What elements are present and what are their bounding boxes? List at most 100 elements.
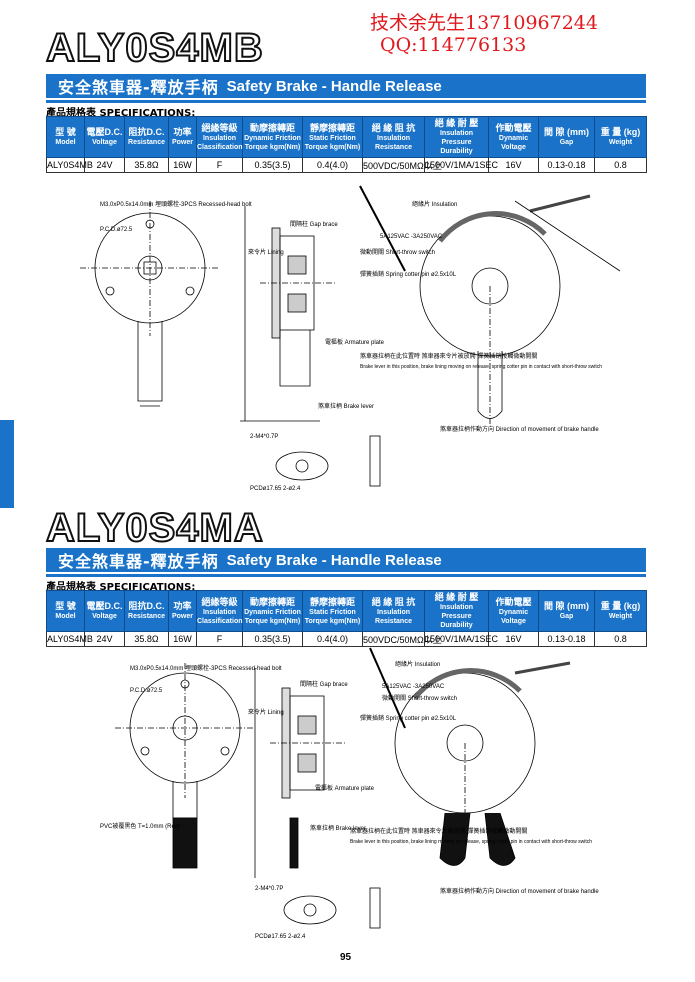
spec-title-1: 產品規格表 SPECIFICATIONS: — [46, 108, 196, 119]
spec-header-en: Weight — [608, 139, 633, 146]
label-spring-pin-1: 彈簧插銷 Spring cotter pin ø2.5x10L — [360, 270, 457, 278]
label-armature-2: 電樞板 Armature plate — [315, 784, 375, 792]
spec-header-cn: 重 量 (kg) — [600, 127, 641, 137]
spec-header-cell: 阻抗D.C. Resistance — [124, 116, 169, 158]
label-lever-note-en-2: Brake lever in this position, brake lini… — [350, 839, 592, 845]
watermark-line-2: QQ:114776133 — [380, 34, 527, 56]
spec-header-cn: 電壓D.C. — [86, 127, 123, 137]
spec-header-en: Insulation Resistance — [375, 134, 412, 151]
spec-header-en: Resistance — [128, 139, 165, 146]
spec-header-en: Gap — [559, 139, 574, 146]
spec-header-en: Insulation Pressure Durability — [439, 604, 474, 629]
spec-header-cn: 絕 緣 耐 壓 — [434, 592, 479, 602]
spec-data-cell: F — [196, 157, 243, 173]
spec-header-en: Static Friction Torque kgm(Nm) — [304, 134, 361, 151]
spec-header-cn: 動摩擦轉距 — [249, 596, 295, 607]
spec-header-cn: 絕 緣 耐 壓 — [434, 118, 479, 128]
spec-header-cell: 電壓D.C. Voltage — [84, 116, 125, 158]
spec-header-cn: 功率 — [173, 127, 192, 137]
spec-data-cell: 1500V/1MA/1SEC — [424, 631, 498, 647]
spec-header-cn: 阻抗D.C. — [128, 601, 165, 611]
spec-header-en: Weight — [608, 613, 633, 620]
spec-header-en: Voltage — [92, 139, 117, 146]
label-armature-1: 電樞板 Armature plate — [325, 338, 385, 346]
spec-table-1: 型 號 Model 電壓D.C. Voltage 阻抗D.C. Resistance 功率 P… — [46, 116, 647, 173]
technical-drawing-1: M3.0xP0.5x14.0mm 埋頭螺栓-3PCS Recessed-head… — [60, 176, 680, 498]
spec-header-cell: 重 量 (kg) Weight — [594, 116, 647, 158]
spec-header-en: Gap — [559, 613, 574, 620]
spec-data-cell: 16W — [168, 631, 197, 647]
label-gap-brace-2: 間隔柱 Gap brace — [300, 680, 348, 688]
spec-header-cn: 絕緣等級 — [201, 122, 238, 133]
spec-header-en: Model — [55, 139, 76, 146]
spec-header-en: Power — [171, 139, 193, 146]
label-rating-1: 5A125VAC -3A250VAC — [380, 234, 443, 240]
spec-header-cell: 型 號 Model — [46, 116, 85, 158]
spec-header-en: Power — [171, 613, 193, 620]
label-insulation-2: 絕緣片 Insulation — [395, 660, 440, 668]
label-pcd2-1: PCDø17.65 2-ø2.4 — [250, 486, 301, 492]
label-lever-note-cn-1: 煞車器拉柄在此位置時 煞車器來令片被放開 彈簧插銷按觸微動開關 — [360, 352, 537, 360]
spec-header-cn: 重 量 (kg) — [600, 601, 641, 611]
banner-en: Safety Brake - Handle Release — [226, 551, 442, 569]
spec-header-cn: 間 隙 (mm) — [543, 127, 589, 137]
spec-data-cell: 35.8Ω — [124, 631, 169, 647]
page-number: 95 — [340, 952, 352, 963]
spec-title-2: 產品規格表 SPECIFICATIONS: — [46, 582, 196, 593]
spec-data-cell: 0.13-0.18 — [538, 631, 595, 647]
spec-header-en: Dynamic Friction Torque kgm(Nm) — [244, 134, 301, 151]
watermark-line-1: 技术余先生13710967244 — [370, 12, 598, 34]
label-bolt-2: M3.0xP0.5x14.0mm 埋頭螺栓-3PCS Recessed-head… — [130, 664, 282, 672]
label-lining-2: 來令片 Lining — [248, 708, 284, 716]
spec-header-en: Static Friction Torque kgm(Nm) — [304, 608, 361, 625]
label-bolt-1: M3.0xP0.5x14.0mm 埋頭螺栓-3PCS Recessed-head… — [100, 200, 252, 208]
drawing-svg-2: M3.0xP0.5x14.0mm 埋頭螺栓-3PCS Recessed-head… — [100, 647, 599, 940]
spec-header-cn: 功率 — [173, 601, 192, 611]
spec-header-en: Dynamic Friction Torque kgm(Nm) — [244, 608, 301, 625]
model-title-2: ALY0S4MA — [45, 506, 264, 550]
spec-header-cn: 阻抗D.C. — [128, 127, 165, 137]
spec-header-cn: 型 號 — [55, 127, 76, 137]
spec-header-cn: 電壓D.C. — [86, 601, 123, 611]
section-banner-1: 安全煞車器-釋放手柄 Safety Brake - Handle Release — [46, 74, 646, 103]
spec-header-row: 型 號 Model 電壓D.C. Voltage 阻抗D.C. Resistance 功率 P… — [46, 116, 647, 158]
spec-header-en: Dynamic Voltage — [498, 608, 529, 625]
spec-data-cell: 0.13-0.18 — [538, 157, 595, 173]
model-title-1: ALY0S4MB — [45, 26, 264, 70]
spec-header-cell: 絕 緣 耐 壓 Insulation Pressure Durability — [424, 590, 489, 632]
spec-header-cell: 絕 緣 耐 壓 Insulation Pressure Durability — [424, 116, 489, 158]
spec-data-cell: F — [196, 631, 243, 647]
spec-data-cell: ALY0S4MB — [46, 631, 93, 647]
spec-data-cell: 0.4(4.0) — [302, 631, 363, 647]
label-insulation-1: 絕緣片 Insulation — [412, 200, 457, 208]
spec-header-cn: 作動電壓 — [495, 122, 532, 133]
spec-data-cell: 0.8 — [594, 631, 647, 647]
spec-header-en: Voltage — [92, 613, 117, 620]
label-direction-2: 煞車器拉柄作動方向 Direction of movement of brake… — [440, 887, 599, 895]
spec-data-cell: 16V — [488, 631, 539, 647]
spec-header-cn: 絕 緣 阻 抗 — [371, 596, 416, 607]
drawing-svg-1: M3.0xP0.5x14.0mm 埋頭螺栓-3PCS Recessed-head… — [80, 185, 621, 492]
spec-header-cell: 阻抗D.C. Resistance — [124, 590, 169, 632]
spec-header-en: Model — [55, 613, 76, 620]
spec-header-cn: 絕緣等級 — [201, 596, 238, 607]
spec-header-cn: 間 隙 (mm) — [543, 601, 589, 611]
spec-header-en: Insulation Classification — [197, 608, 243, 625]
spec-data-cell: 500VDC/50MΩ以上 — [362, 631, 442, 647]
spec-data-cell: 500VDC/50MΩ以上 — [362, 157, 442, 173]
spec-header-cn: 靜摩擦轉距 — [309, 122, 355, 133]
spec-data-cell: 0.4(4.0) — [302, 157, 363, 173]
spec-header-en: Resistance — [128, 613, 165, 620]
spec-header-en: Insulation Pressure Durability — [439, 130, 474, 155]
banner-en: Safety Brake - Handle Release — [226, 77, 442, 95]
label-direction-1: 煞車器拉柄作動方向 Direction of movement of brake… — [440, 425, 599, 433]
spec-header-cell: 電壓D.C. Voltage — [84, 590, 125, 632]
label-tap-2: 2-M4*0.7P — [255, 886, 283, 892]
